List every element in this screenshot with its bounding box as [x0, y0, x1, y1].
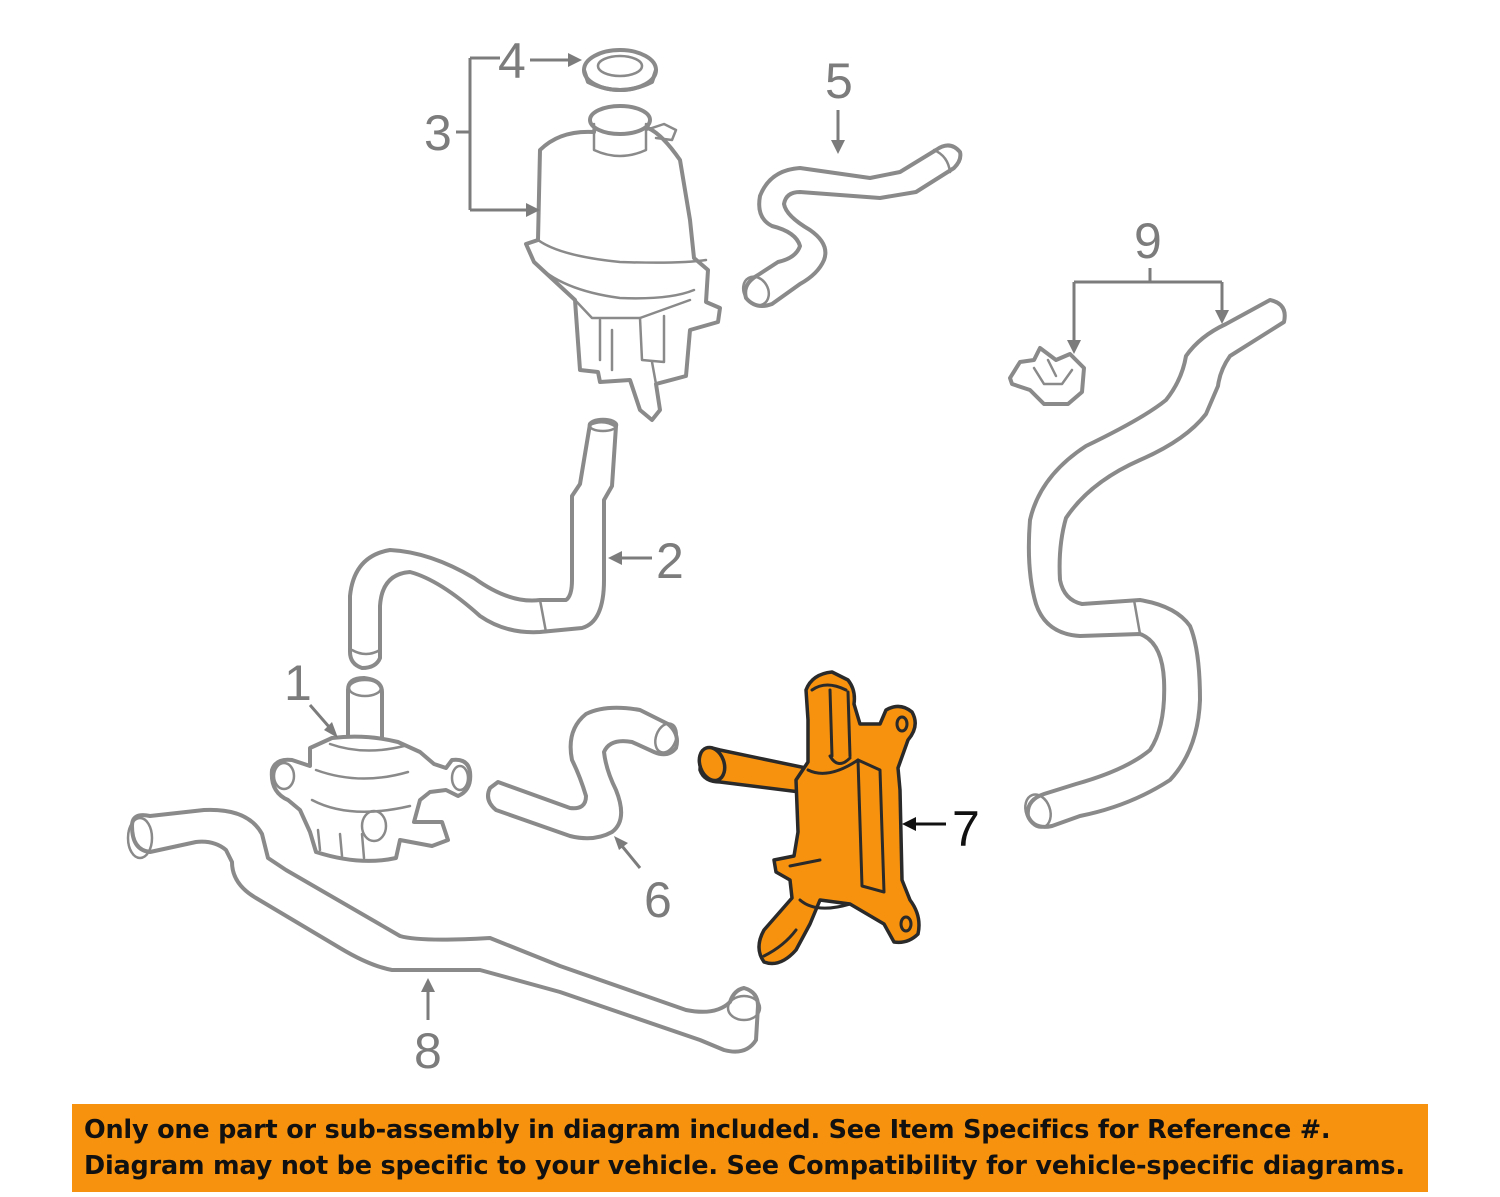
part-1-water-pump — [269, 676, 473, 863]
svg-text:8: 8 — [414, 1023, 442, 1079]
disclaimer-banner: Only one part or sub-assembly in diagram… — [72, 1104, 1428, 1192]
part-7-oil-cooler-highlighted — [697, 670, 921, 966]
part-3-reservoir-tank — [524, 104, 722, 422]
parts-diagram: 1 2 3 4 5 6 7 8 — [126, 33, 1287, 1079]
part-5-hose — [741, 143, 963, 308]
part-9-hose — [1024, 298, 1287, 829]
svg-text:4: 4 — [498, 33, 526, 89]
svg-text:5: 5 — [825, 53, 853, 109]
svg-text:7: 7 — [952, 801, 980, 857]
part-4-cap — [582, 48, 658, 92]
callout-8: 8 — [414, 978, 442, 1079]
callout-1: 1 — [284, 655, 338, 738]
svg-text:9: 9 — [1134, 213, 1162, 269]
part-2-hose — [348, 417, 619, 670]
part-8-hose — [126, 807, 762, 1054]
callout-5: 5 — [825, 53, 853, 154]
svg-text:6: 6 — [644, 872, 672, 928]
part-9-clip — [1008, 346, 1086, 406]
disclaimer-line-1: Only one part or sub-assembly in diagram… — [84, 1115, 1331, 1145]
svg-text:2: 2 — [656, 533, 684, 589]
callout-6: 6 — [614, 836, 672, 928]
callout-9: 9 — [1067, 213, 1229, 354]
callout-7: 7 — [902, 801, 980, 857]
disclaimer-line-2: Diagram may not be specific to your vehi… — [84, 1151, 1405, 1181]
callout-3: 3 — [424, 56, 540, 217]
svg-text:3: 3 — [424, 105, 452, 161]
part-6-hose — [486, 705, 679, 841]
callout-4: 4 — [498, 33, 582, 89]
svg-text:1: 1 — [284, 655, 312, 711]
callout-2: 2 — [608, 533, 684, 589]
